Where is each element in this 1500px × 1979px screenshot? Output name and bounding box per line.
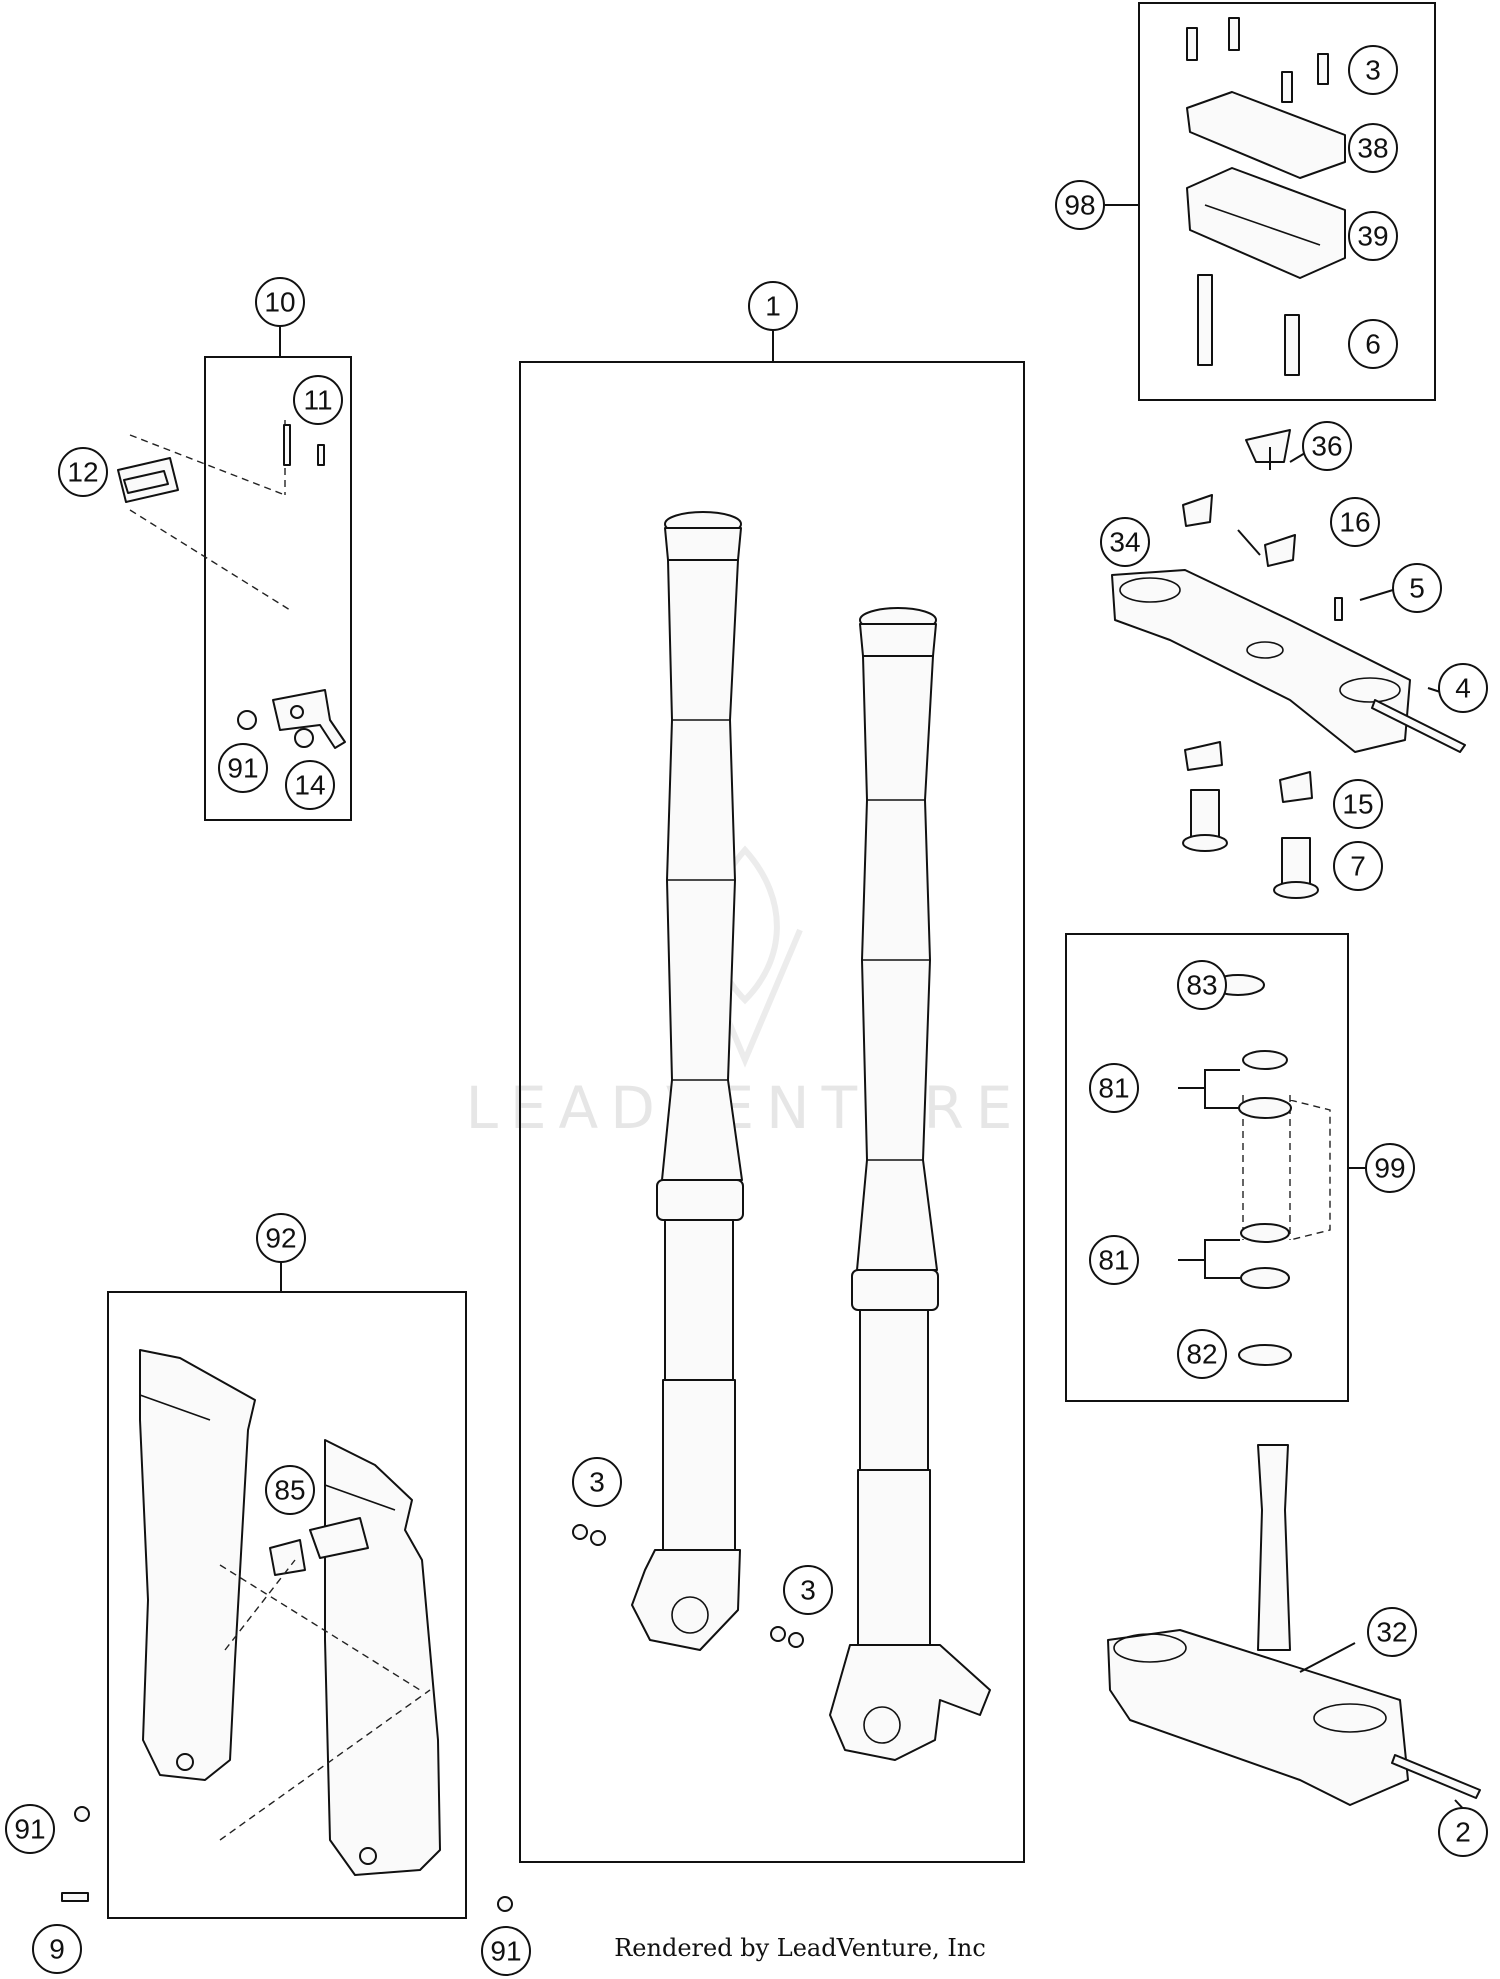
callout-6: 6 [1348, 319, 1398, 369]
svg-text:81: 81 [1098, 1073, 1129, 1104]
svg-text:82: 82 [1186, 1339, 1217, 1370]
svg-text:14: 14 [294, 770, 325, 801]
callout-91: 91 [481, 1926, 531, 1976]
svg-text:3: 3 [800, 1575, 816, 1606]
callout-10: 10 [255, 277, 305, 327]
svg-text:12: 12 [67, 457, 98, 488]
steering-bearing-set [1178, 974, 1366, 1366]
callout-81: 81 [1089, 1235, 1139, 1285]
callout-91: 91 [5, 1804, 55, 1854]
svg-text:99: 99 [1374, 1153, 1405, 1184]
callout-34: 34 [1100, 517, 1150, 567]
upper-triple-clamp [1111, 429, 1466, 899]
svg-text:1: 1 [765, 291, 781, 322]
callout-16: 16 [1330, 497, 1380, 547]
svg-text:4: 4 [1455, 673, 1471, 704]
callout-99: 99 [1365, 1143, 1415, 1193]
callout-14: 14 [285, 760, 335, 810]
callout-3: 3 [572, 1457, 622, 1507]
svg-text:85: 85 [274, 1475, 305, 1506]
svg-text:9: 9 [49, 1934, 65, 1965]
svg-text:92: 92 [265, 1223, 296, 1254]
callout-91: 91 [218, 743, 268, 793]
callout-81: 81 [1089, 1063, 1139, 1113]
callout-15: 15 [1333, 779, 1383, 829]
callout-12: 12 [58, 447, 108, 497]
svg-text:15: 15 [1342, 789, 1373, 820]
svg-text:11: 11 [303, 385, 332, 416]
callout-83: 83 [1177, 960, 1227, 1010]
svg-text:16: 16 [1339, 507, 1370, 538]
svg-text:5: 5 [1409, 573, 1425, 604]
footer-text: Rendered by LeadVenture, Inc [614, 1934, 986, 1962]
svg-text:7: 7 [1350, 851, 1366, 882]
svg-text:34: 34 [1109, 527, 1140, 558]
svg-text:83: 83 [1186, 970, 1217, 1001]
callout-36: 36 [1302, 421, 1352, 471]
callout-85: 85 [265, 1465, 315, 1515]
handlebar-clamp-assembly [1186, 17, 1346, 376]
svg-text:91: 91 [227, 753, 258, 784]
svg-text:81: 81 [1098, 1245, 1129, 1276]
svg-text:6: 6 [1365, 329, 1381, 360]
fork-leg-right [829, 607, 991, 1761]
svg-text:10: 10 [264, 287, 295, 318]
fork-leg-left [631, 511, 744, 1651]
rendered-by-footer: Rendered by LeadVenture, Inc [0, 1934, 1500, 1962]
callout-3: 3 [783, 1565, 833, 1615]
callout-1: 1 [748, 281, 798, 331]
callout-2: 2 [1438, 1807, 1488, 1857]
svg-text:3: 3 [1365, 55, 1381, 86]
fork-pinch-bolts [572, 1524, 804, 1648]
group-frame-98 [1138, 2, 1436, 401]
svg-text:91: 91 [14, 1814, 45, 1845]
fork-guards [61, 1349, 513, 1912]
callout-5: 5 [1392, 563, 1442, 613]
leadventure-watermark: LEADVENTURE [466, 845, 1025, 1142]
callout-39: 39 [1348, 211, 1398, 261]
svg-text:2: 2 [1455, 1817, 1471, 1848]
callout-4: 4 [1438, 663, 1488, 713]
callout-3: 3 [1348, 45, 1398, 95]
callout-98: 98 [1055, 180, 1105, 230]
svg-text:3: 3 [589, 1467, 605, 1498]
group-frame-10 [204, 356, 352, 821]
watermark-text: LEADVENTURE [466, 1074, 1025, 1142]
svg-text:39: 39 [1357, 221, 1388, 252]
callout-11: 11 [293, 375, 343, 425]
svg-text:32: 32 [1376, 1617, 1407, 1648]
svg-text:98: 98 [1064, 190, 1095, 221]
callout-38: 38 [1348, 123, 1398, 173]
callout-82: 82 [1177, 1329, 1227, 1379]
svg-text:38: 38 [1357, 133, 1388, 164]
callout-32: 32 [1367, 1607, 1417, 1657]
bracket-assembly [117, 420, 346, 749]
svg-text:36: 36 [1311, 431, 1342, 462]
group-frame-92 [107, 1291, 467, 1919]
callout-9: 9 [32, 1924, 82, 1974]
callout-7: 7 [1333, 841, 1383, 891]
lower-triple-clamp [1107, 1444, 1481, 1806]
svg-text:91: 91 [490, 1936, 521, 1967]
callout-92: 92 [256, 1213, 306, 1263]
